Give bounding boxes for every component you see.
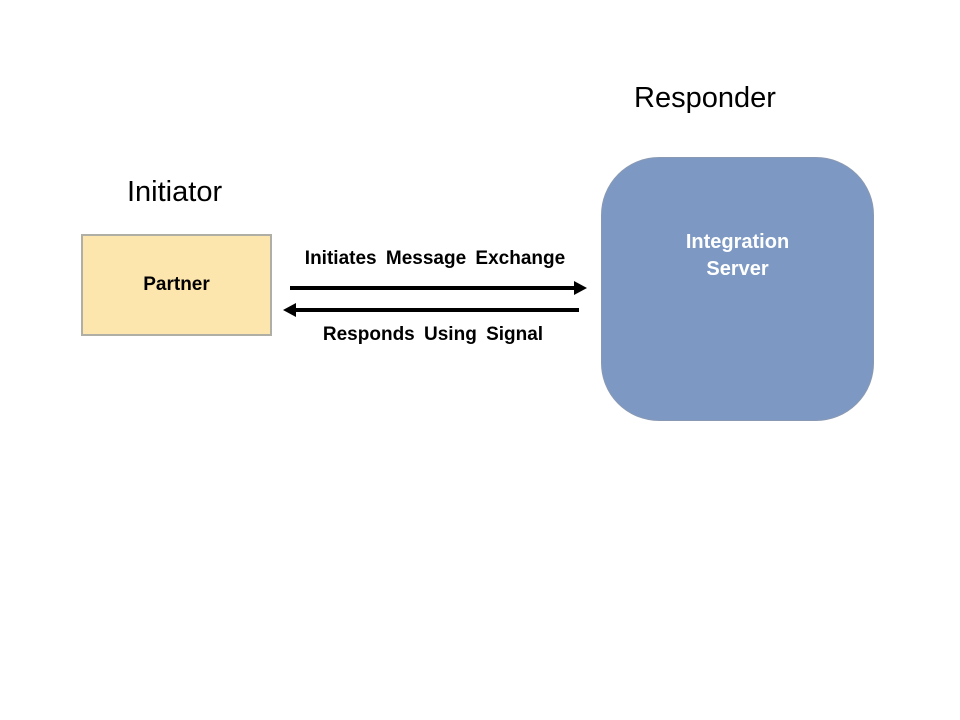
response-arrowhead-icon (283, 303, 296, 317)
initiator-role-label: Initiator (127, 176, 223, 208)
request-arrow-label: Initiates Message Exchange (304, 248, 566, 269)
request-arrow-line (290, 286, 574, 290)
responder-role-label: Responder (634, 82, 776, 114)
integration-server-node: Integration Server (601, 157, 874, 421)
response-arrow-label: Responds Using Signal (322, 324, 544, 345)
partner-node: Partner (81, 234, 272, 336)
request-arrow-right-icon (290, 281, 587, 295)
response-arrow-line (296, 308, 579, 312)
partner-node-label: Partner (143, 274, 210, 295)
request-arrowhead-icon (574, 281, 587, 295)
integration-server-node-label: Integration Server (685, 231, 790, 280)
response-arrow-left-icon (283, 303, 579, 317)
